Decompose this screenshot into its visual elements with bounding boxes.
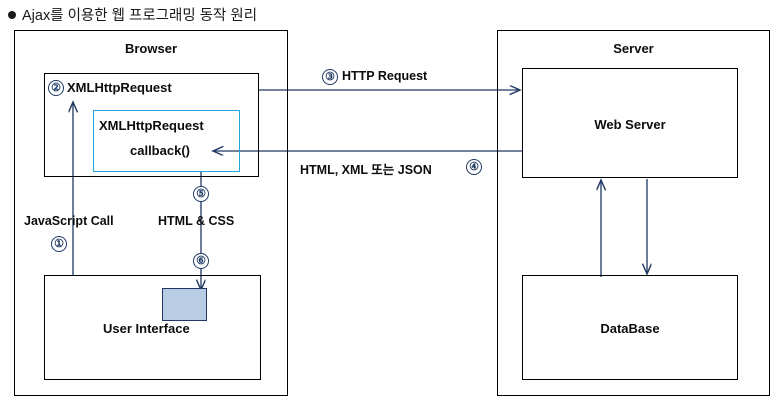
step-1-circle: ①	[51, 236, 67, 252]
step-4-circle: ④	[466, 159, 482, 175]
callback-box-title: XMLHttpRequest	[99, 118, 204, 133]
step-6-circle: ⑥	[193, 253, 209, 269]
database-box: DataBase	[522, 275, 738, 380]
html-css-label: HTML & CSS	[158, 214, 235, 228]
xmlhttprequest-box	[44, 73, 259, 177]
browser-label: Browser	[124, 41, 178, 56]
user-interface-widget	[162, 288, 207, 321]
javascript-call-label: JavaScript Call	[24, 214, 114, 228]
browser-box: Browser	[14, 30, 288, 396]
page-title-text: Ajax를 이용한 웹 프로그래밍 동작 원리	[22, 8, 258, 24]
step-5-circle: ⑤	[193, 186, 209, 202]
user-interface-label: User Interface	[103, 321, 190, 336]
xmlhttprequest-label: XMLHttpRequest	[67, 80, 172, 95]
bullet-icon	[8, 10, 16, 19]
database-label: DataBase	[600, 321, 660, 336]
step-3-circle: ③	[322, 69, 338, 85]
server-label: Server	[613, 41, 654, 56]
web-server-box: Web Server	[522, 68, 738, 178]
response-label: HTML, XML 또는 JSON	[300, 163, 432, 177]
user-interface-box	[44, 275, 261, 380]
page-title: Ajax를 이용한 웹 프로그래밍 동작 원리	[8, 4, 257, 25]
web-server-label: Web Server	[594, 117, 666, 132]
callback-box-method: callback()	[130, 143, 190, 158]
server-box: Server	[497, 30, 770, 396]
xhr-callback-box	[93, 110, 240, 172]
http-request-label: HTTP Request	[342, 69, 428, 83]
step-2-circle: ②	[48, 80, 64, 96]
